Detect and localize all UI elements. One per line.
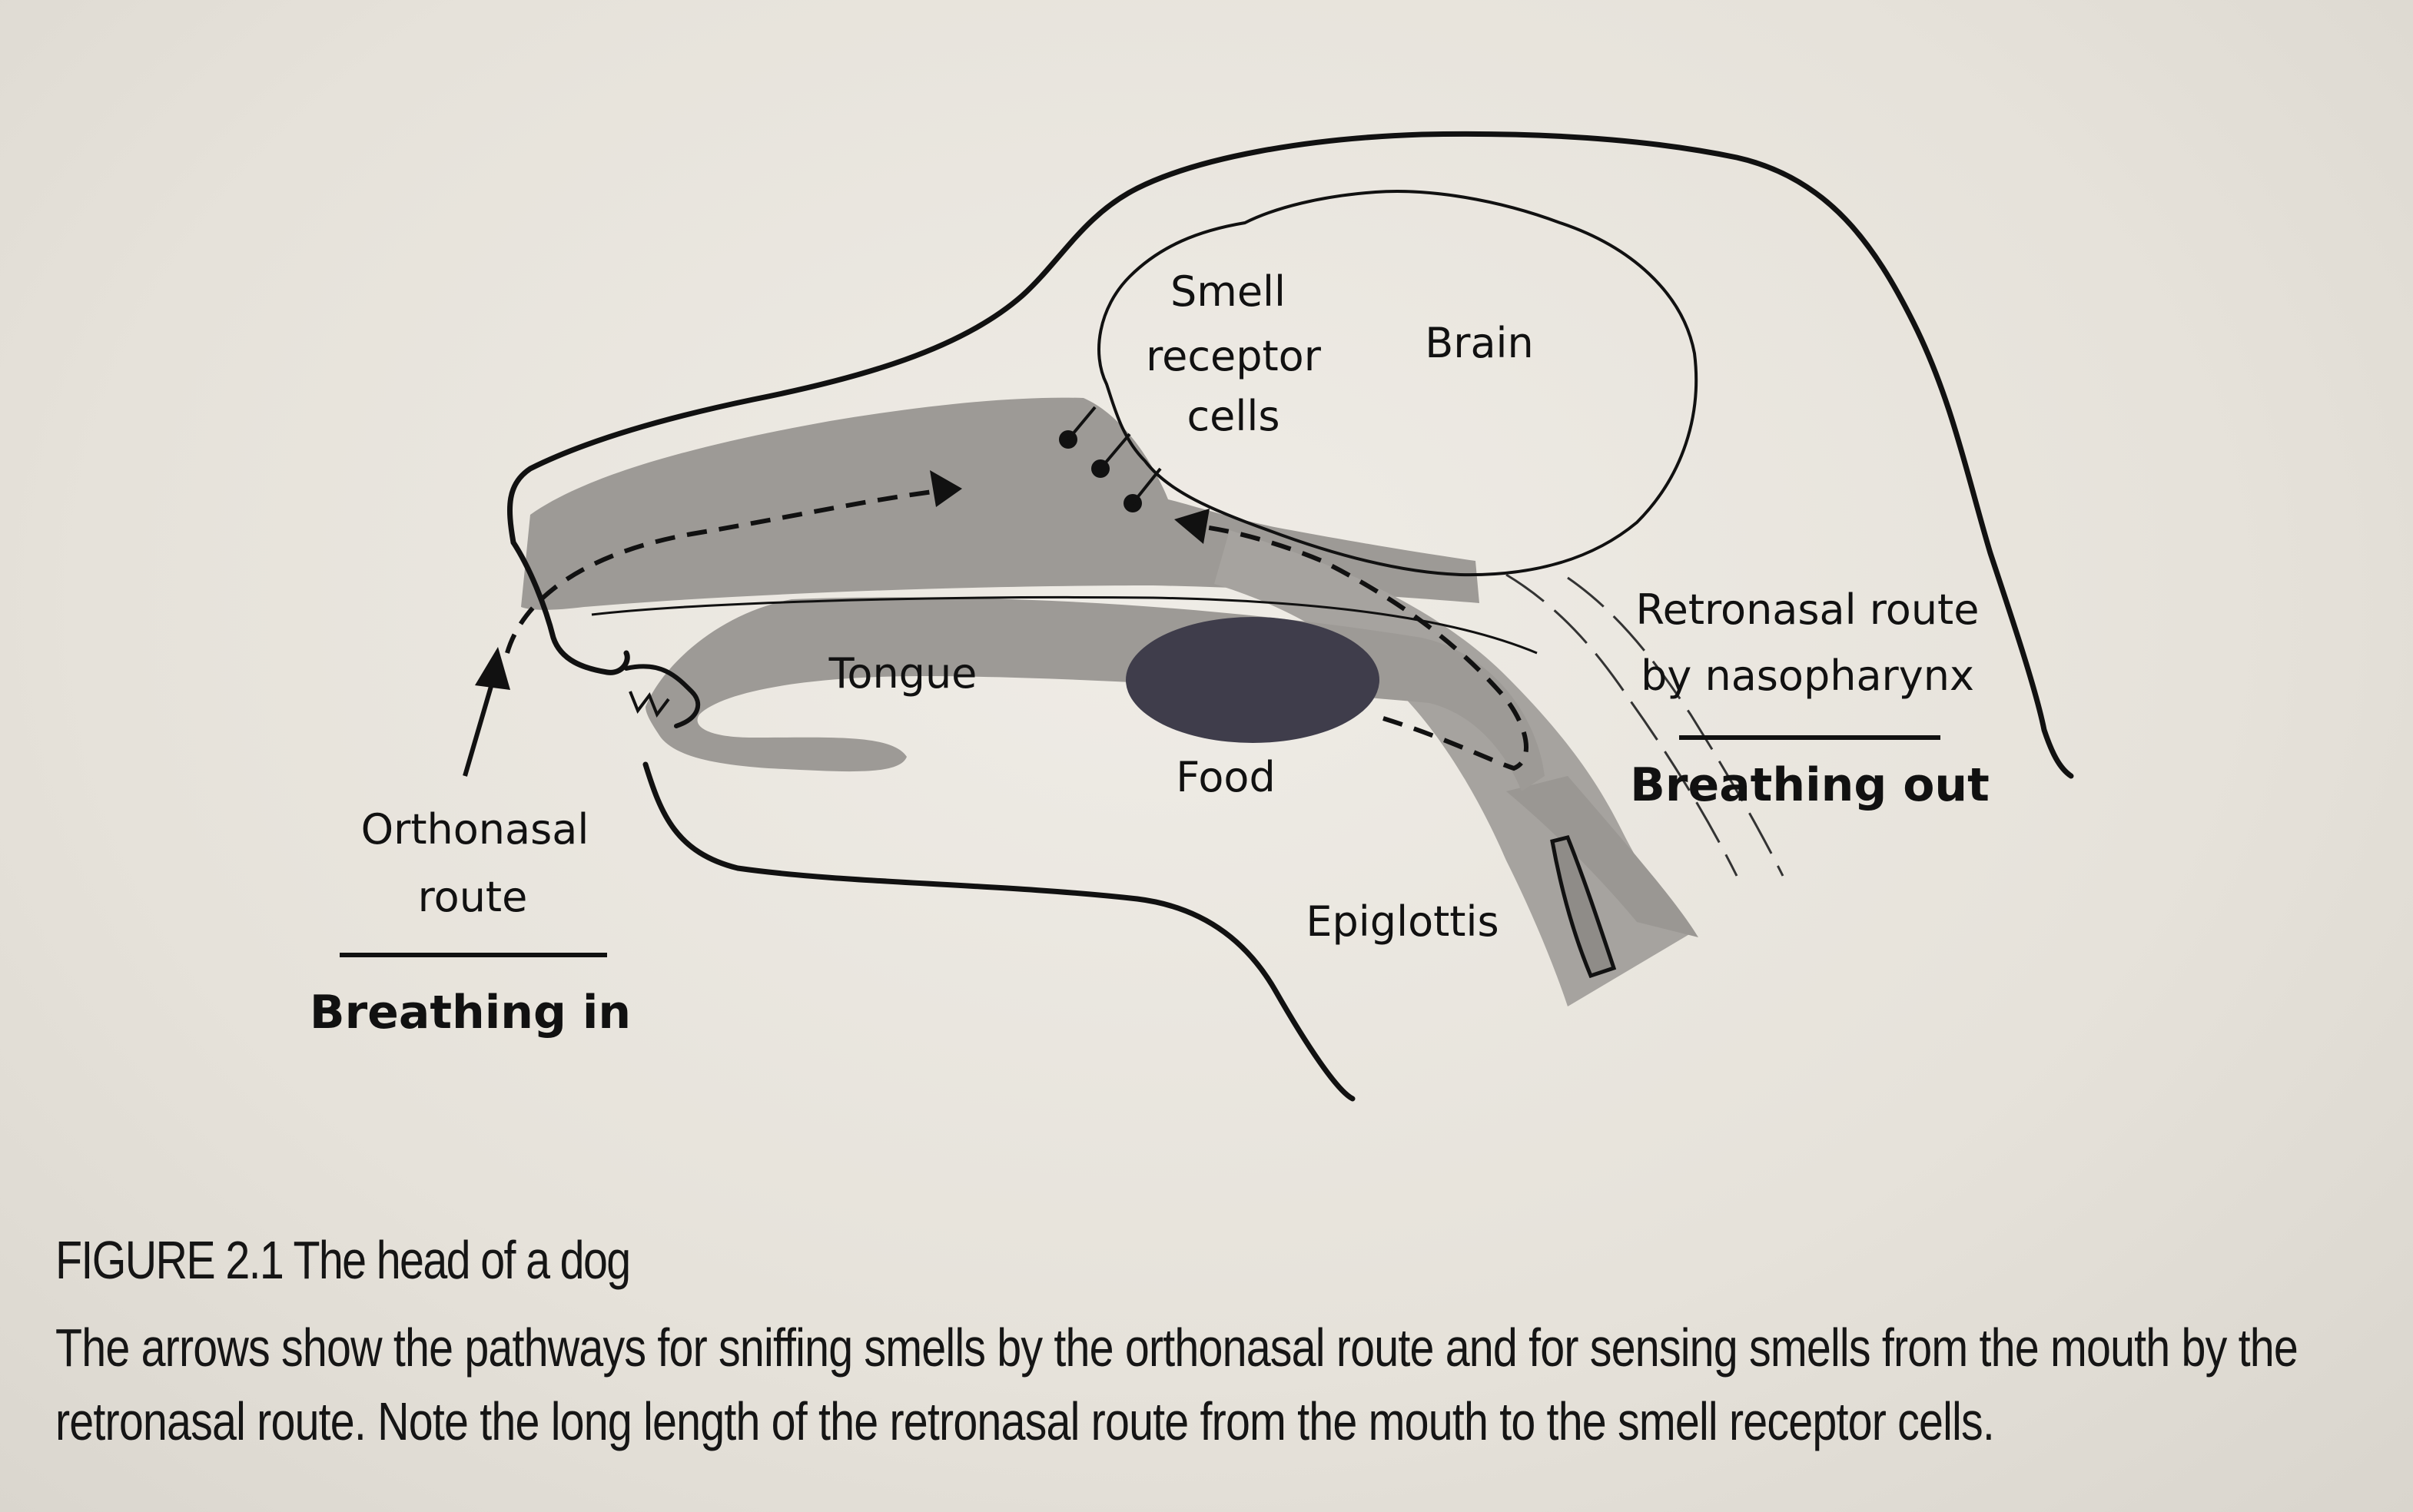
caption-body: The arrows show the pathways for sniffin… (55, 1318, 2298, 1451)
label-route: route (418, 873, 528, 921)
food-bolus (1126, 617, 1379, 743)
orthonasal-dashed-path (505, 488, 946, 654)
label-breathing-in: Breathing in (310, 986, 631, 1040)
label-food: Food (1176, 753, 1276, 801)
retronasal-arrowhead (1174, 509, 1210, 544)
label-orthonasal: Orthonasal (361, 805, 589, 854)
caption-title: FIGURE 2.1 The head of a dog (55, 1230, 631, 1290)
spinal-cord (1505, 573, 1784, 877)
lower-jaw-outline (642, 761, 1356, 1102)
label-nasopharynx: by nasopharynx (1641, 652, 1974, 700)
mouth-lip (624, 664, 701, 728)
label-receptor: receptor (1146, 332, 1322, 380)
figure-caption: FIGURE 2.1 The head of a dog The arrows … (55, 1229, 2376, 1458)
breathing-in-arrow-shaft (463, 683, 494, 777)
brain-outline (1097, 190, 1698, 577)
label-brain: Brain (1425, 319, 1534, 367)
label-breathing-out: Breathing out (1630, 758, 1990, 812)
throat (1506, 776, 1698, 937)
orthonasal-arrowhead (930, 470, 962, 507)
label-cells: cells (1187, 392, 1280, 440)
label-tongue: Tongue (828, 649, 977, 698)
teeth (629, 691, 670, 718)
breathing-in-arrowhead (475, 647, 510, 690)
label-retronasal: Retronasal route (1636, 585, 1980, 634)
head-outline (507, 131, 2074, 779)
label-smell: Smell (1170, 267, 1286, 316)
epiglottis (1550, 835, 1617, 979)
smell-receptor-cells (1059, 406, 1162, 512)
label-epiglottis: Epiglottis (1306, 897, 1499, 946)
retronasal-dashed-path (1198, 524, 1528, 771)
snout-tip (510, 539, 630, 675)
